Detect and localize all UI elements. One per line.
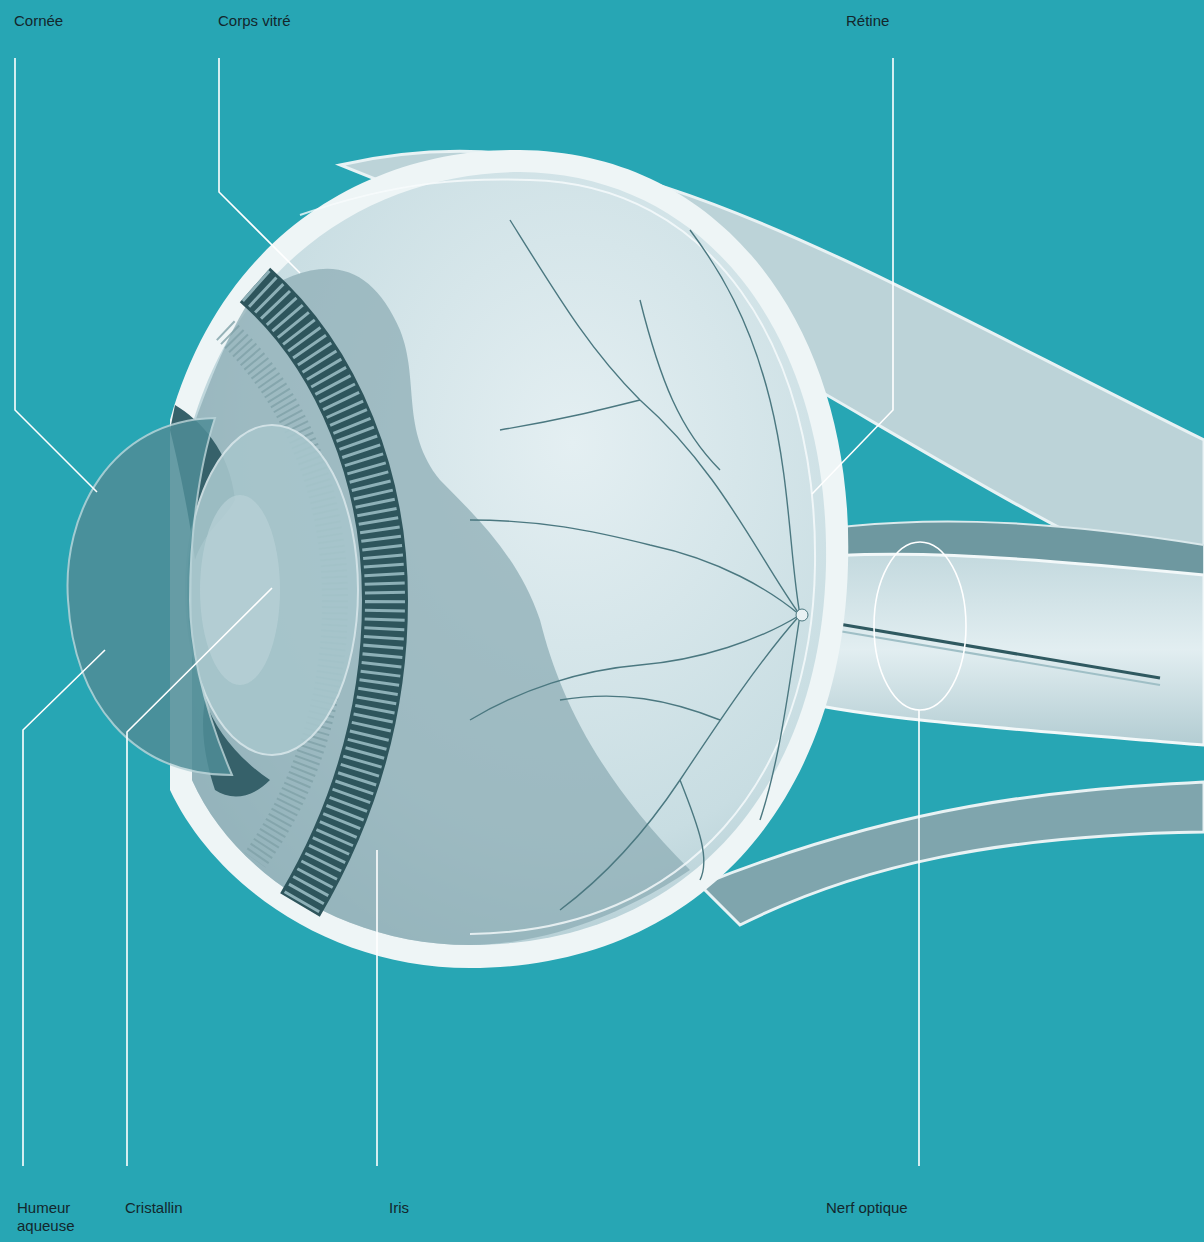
leader-lines xyxy=(15,58,966,1166)
central-vessel xyxy=(815,620,1160,678)
vessel xyxy=(640,300,720,470)
part-label: Humeur aqueuse xyxy=(17,1199,89,1235)
leader-line xyxy=(127,588,272,1166)
vessel xyxy=(470,520,800,615)
optic-nerve xyxy=(790,554,1204,745)
lens xyxy=(186,425,358,755)
optic-disc xyxy=(796,609,808,621)
part-label: Iris xyxy=(389,1199,409,1217)
vessel xyxy=(690,230,800,615)
central-vessel xyxy=(815,627,1160,685)
vessel xyxy=(760,615,800,820)
vessel xyxy=(500,400,640,430)
shadow xyxy=(192,269,690,945)
part-label: Cristallin xyxy=(125,1199,183,1217)
part-label: Corps vitré xyxy=(218,12,291,30)
part-label: Nerf optique xyxy=(826,1199,908,1217)
cornea xyxy=(68,418,232,775)
leader-line xyxy=(15,58,97,492)
leader-line xyxy=(23,650,105,1166)
part-label: Cornée xyxy=(14,12,63,30)
vessel xyxy=(680,780,704,880)
leader-line xyxy=(219,58,300,273)
vessel xyxy=(510,220,800,615)
leader-line xyxy=(918,710,920,1166)
vessel xyxy=(470,615,800,720)
sclera xyxy=(170,150,848,968)
leader-line xyxy=(376,850,378,1166)
part-label: Rétine xyxy=(846,12,889,30)
blood-vessels xyxy=(470,220,800,910)
highlight-ellipse xyxy=(874,542,966,710)
vessel xyxy=(560,696,720,720)
leader-line xyxy=(812,58,893,494)
lens-highlight xyxy=(200,495,280,685)
